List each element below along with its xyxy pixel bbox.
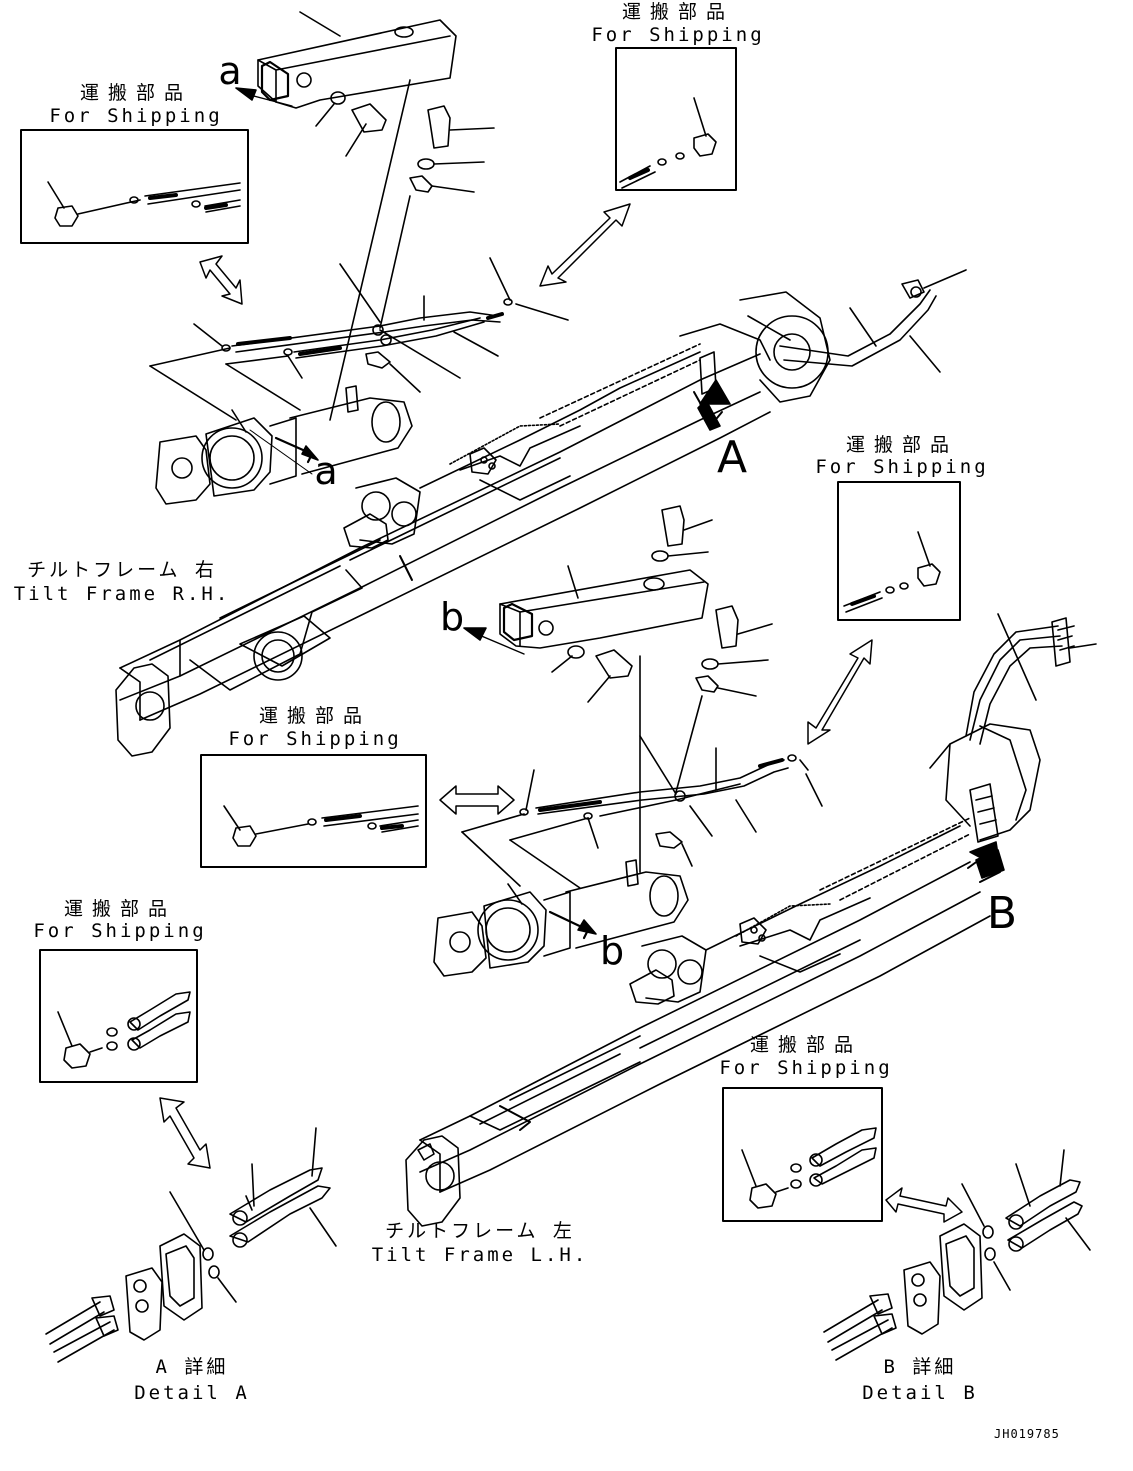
shipping-box-top-center	[615, 47, 737, 191]
marker-b-arrow	[463, 627, 525, 655]
upper-cover-a	[257, 11, 495, 193]
shipping-label-en: For Shipping	[33, 920, 207, 942]
middle-hoses	[461, 655, 823, 889]
shipping-label-jp: 運搬部品	[749, 1034, 863, 1056]
marker-b-upper: b	[439, 595, 465, 639]
marker-a-arrow	[235, 87, 293, 107]
tilt-frame-left-jp: チルトフレーム 左	[385, 1220, 575, 1242]
detail-a-drawing	[45, 1127, 337, 1363]
shipping-label-jp: 運搬部品	[845, 434, 959, 456]
shipping-box-top-left	[20, 129, 249, 244]
marker-a-upper: a	[218, 49, 242, 93]
shipping-box-left-middle	[200, 754, 427, 868]
double-arrows	[159, 203, 963, 1223]
shipping-label-en: For Shipping	[49, 105, 223, 127]
shipping-label-en: For Shipping	[719, 1057, 893, 1079]
tilt-frame-right	[115, 269, 967, 757]
marker-B: B	[986, 888, 1018, 939]
detail-b-drawing	[823, 1149, 1091, 1361]
detail-a-en: Detail A	[134, 1382, 250, 1404]
shipping-box-bottom-right	[722, 1087, 883, 1222]
detail-b-jp: B 詳細	[883, 1356, 957, 1378]
middle-cylinder	[433, 859, 689, 977]
detail-b-en: Detail B	[862, 1382, 978, 1404]
shipping-box-bottom-left	[39, 949, 198, 1083]
shipping-label-jp: 運搬部品	[63, 898, 177, 920]
marker-b-lower: b	[599, 929, 625, 973]
shipping-box-right-middle	[837, 481, 961, 621]
marker-a-lower: a	[314, 449, 338, 493]
tilt-frame-left	[405, 613, 1097, 1227]
shipping-label-jp: 運搬部品	[79, 82, 193, 104]
upper-cylinder	[155, 385, 413, 505]
shipping-label-jp: 運搬部品	[258, 705, 372, 727]
shipping-label-en: For Shipping	[815, 456, 989, 478]
shipping-label-jp: 運搬部品	[621, 1, 735, 23]
shipping-label-en: For Shipping	[228, 728, 402, 750]
tilt-frame-right-en: Tilt Frame R.H.	[13, 583, 231, 605]
drawing-number: JH019785	[994, 1427, 1060, 1441]
tilt-frame-right-jp: チルトフレーム 右	[27, 559, 217, 581]
marker-A: A	[716, 432, 748, 483]
detail-a-jp: A 詳細	[155, 1356, 229, 1378]
tilt-frame-left-en: Tilt Frame L.H.	[371, 1244, 589, 1266]
shipping-label-en: For Shipping	[591, 24, 765, 46]
middle-cover-b	[499, 505, 773, 703]
upper-hoses	[149, 79, 569, 421]
